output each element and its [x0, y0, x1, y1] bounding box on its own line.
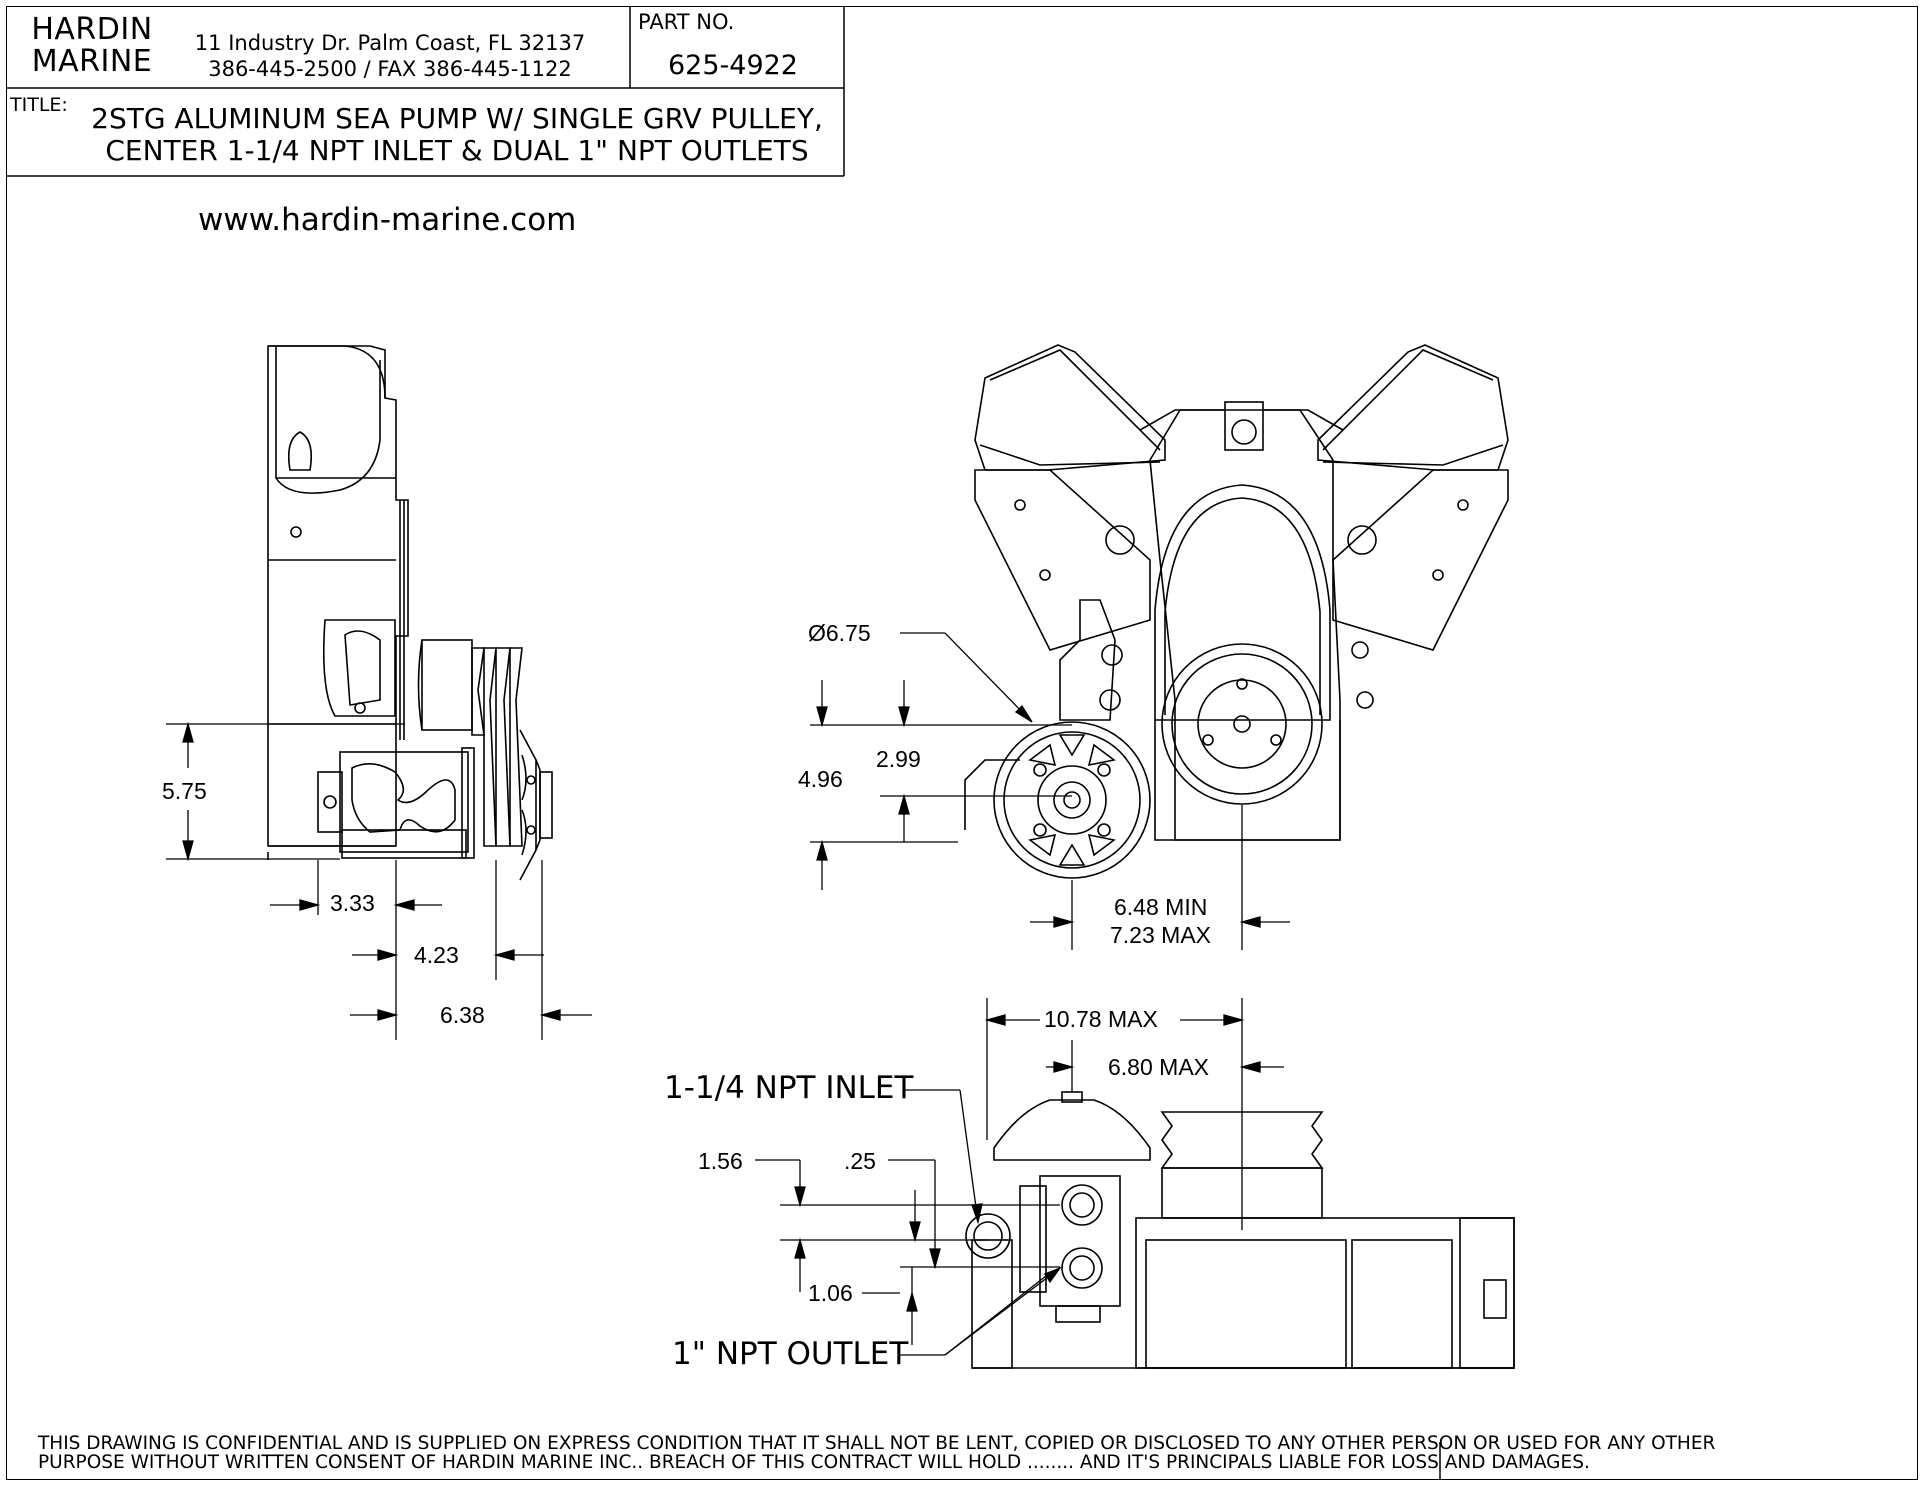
dim-side-4-23: 4.23 [414, 942, 459, 968]
top-view [965, 1091, 1515, 1369]
dim-top-0-25: .25 [844, 1148, 876, 1174]
side-view-dims [166, 721, 592, 1040]
dim-side-6-38: 6.38 [440, 1002, 485, 1028]
drawing-title-line2: CENTER 1-1/4 NPT INLET & DUAL 1" NPT OUT… [105, 134, 809, 167]
company-name-line2: MARINE [31, 44, 153, 79]
dim-side-height: 5.75 [162, 778, 207, 804]
part-no-label: PART NO. [638, 10, 735, 34]
drawing-title-line1: 2STG ALUMINUM SEA PUMP W/ SINGLE GRV PUL… [91, 102, 823, 135]
drawing-border [6, 6, 1918, 1480]
dim-pulley-diameter: Ø6.75 [808, 620, 871, 646]
dim-top-1-56: 1.56 [698, 1148, 743, 1174]
front-view-dims [810, 632, 1290, 950]
company-name-line1: HARDIN [31, 12, 153, 47]
dim-front-2-99: 2.99 [876, 746, 921, 772]
callout-outlet: 1" NPT OUTLET [672, 1336, 909, 1372]
part-number: 625-4922 [668, 50, 798, 81]
disclaimer-line2: PURPOSE WITHOUT WRITTEN CONSENT OF HARDI… [38, 1452, 1590, 1473]
side-view [267, 345, 553, 881]
dim-side-3-33: 3.33 [330, 890, 375, 916]
front-view [964, 344, 1509, 879]
title-label: TITLE: [10, 94, 68, 116]
dim-front-4-96: 4.96 [798, 766, 843, 792]
dim-top-1-06: 1.06 [808, 1280, 853, 1306]
dim-front-min: 6.48 MIN [1114, 894, 1208, 920]
disclaimer-line1: THIS DRAWING IS CONFIDENTIAL AND IS SUPP… [38, 1433, 1716, 1454]
dim-top-6-80: 6.80 MAX [1108, 1054, 1209, 1080]
dim-top-10-78: 10.78 MAX [1044, 1006, 1158, 1032]
company-phone: 386-445-2500 / FAX 386-445-1122 [208, 57, 572, 81]
website-url: www.hardin-marine.com [198, 202, 577, 238]
company-address: 11 Industry Dr. Palm Coast, FL 32137 [194, 31, 586, 55]
top-view-dims [755, 998, 1284, 1356]
title-block-lines [6, 6, 1441, 1480]
dim-front-max: 7.23 MAX [1110, 922, 1211, 948]
callout-inlet: 1-1/4 NPT INLET [664, 1070, 914, 1106]
